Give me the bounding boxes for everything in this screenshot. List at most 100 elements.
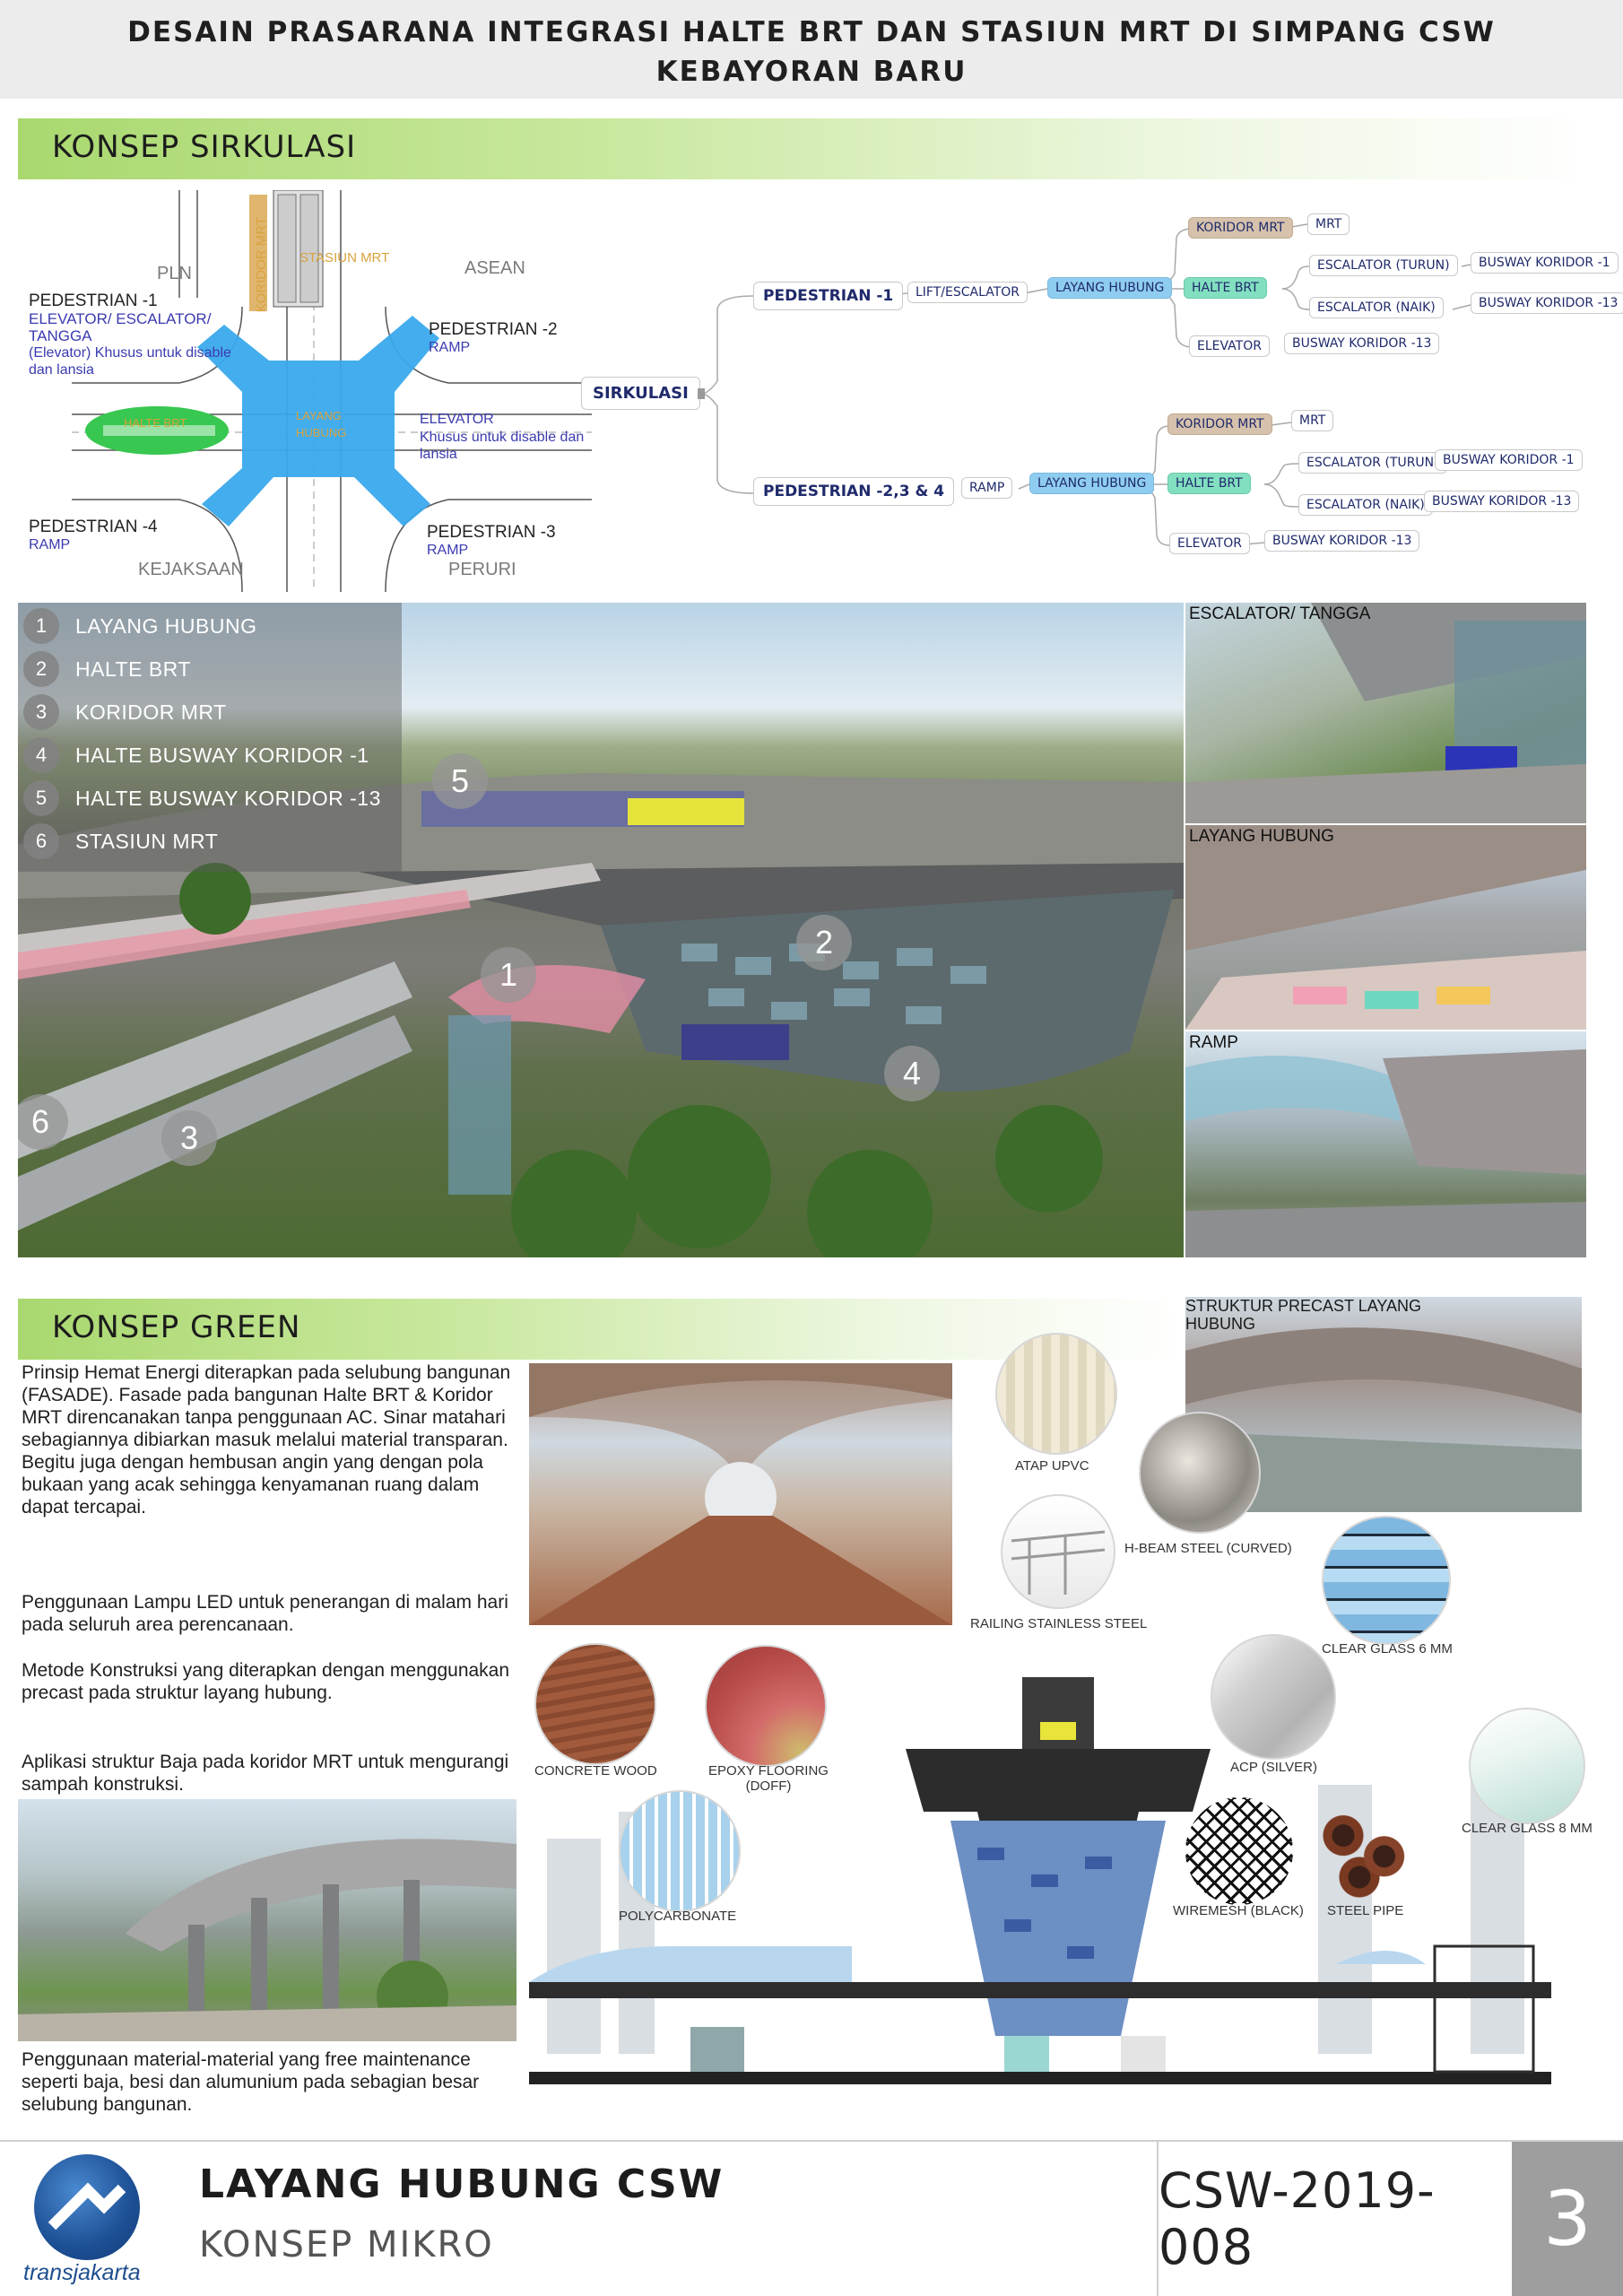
mindmap-escalator-turun-1: ESCALATOR (TURUN) [1309, 255, 1458, 276]
green-render-corridor-drawing [18, 1839, 516, 2041]
plan-label-pln: PLN [157, 264, 192, 283]
legend-item: 5 HALTE BUSWAY KORIDOR -13 [23, 780, 381, 816]
plan-label-ped2: PEDESTRIAN -2 [429, 320, 558, 339]
mindmap-root-handle [698, 388, 705, 399]
material-label-wiremesh: WIREMESH (BLACK) [1173, 1903, 1304, 1918]
material-atap-upvc [995, 1333, 1117, 1455]
mindmap-halte-brt-1: HALTE BRT [1184, 277, 1267, 299]
section-banner-sirkulasi: KONSEP SIRKULASI [18, 118, 1592, 179]
plan-label-ped4: PEDESTRIAN -4 [29, 517, 158, 536]
mindmap-elevator-2: ELEVATOR [1169, 533, 1250, 554]
section-heading: KONSEP SIRKULASI [52, 129, 357, 165]
page-number: 3 [1512, 2142, 1623, 2296]
mindmap-pedestrian-234: PEDESTRIAN -2,3 & 4 [753, 477, 955, 506]
legend-item: 1 LAYANG HUBUNG [23, 608, 256, 644]
struktur-caption: STRUKTUR PRECAST LAYANG HUBUNG [1185, 1297, 1422, 1333]
material-epoxy-flooring [705, 1645, 827, 1767]
layang-render-drawing [1185, 825, 1586, 1030]
plan-label-halte-brt: HALTE BRT [124, 416, 187, 430]
mindmap-busway-k13-1: BUSWAY KORIDOR -13 [1471, 292, 1623, 314]
mindmap-busway-k13-1b: BUSWAY KORIDOR -13 [1284, 333, 1440, 354]
legend-label: KORIDOR MRT [75, 700, 227, 724]
green-paragraph-precast: Metode Konstruksi yang diterapkan dengan… [22, 1660, 510, 1703]
plan-label-ped2-desc: RAMP [429, 340, 471, 355]
escalator-render-drawing [1185, 603, 1586, 823]
legend-number: 1 [23, 608, 59, 644]
mindmap-mrt-2: MRT [1291, 410, 1334, 431]
layang-caption: LAYANG HUBUNG [1189, 827, 1334, 846]
section-heading: KONSEP GREEN [52, 1309, 301, 1345]
material-acp-silver [1211, 1634, 1336, 1760]
layang-render: LAYANG HUBUNG [1185, 825, 1586, 1030]
mindmap-root: SIRKULASI [581, 377, 700, 410]
ramp-caption: RAMP [1189, 1033, 1238, 1052]
material-label-pipe: STEEL PIPE [1327, 1903, 1404, 1918]
plan-label-ped3: PEDESTRIAN -3 [427, 523, 556, 542]
green-paragraph-baja: Aplikasi struktur Baja pada koridor MRT … [22, 1752, 509, 1795]
mindmap-busway-k13-2b: BUSWAY KORIDOR -13 [1264, 530, 1420, 552]
material-label-epoxy: EPOXY FLOORING (DOFF) [708, 1763, 829, 1794]
mindmap-busway-k13-2: BUSWAY KORIDOR -13 [1424, 491, 1580, 512]
material-label-glass6: CLEAR GLASS 6 MM [1322, 1641, 1453, 1657]
material-steel-pipe [1309, 1797, 1420, 1905]
render-marker-6: 6 [18, 1094, 68, 1150]
halte-elevation [529, 1677, 1551, 2126]
page-title-line1: DESAIN PRASARANA INTEGRASI HALTE BRT DAN… [127, 16, 1496, 48]
legend-label: LAYANG HUBUNG [75, 613, 257, 638]
green-paragraph-fasade: Prinsip Hemat Energi diterapkan pada sel… [22, 1362, 511, 1518]
mindmap-busway-k1-2: BUSWAY KORIDOR -1 [1435, 449, 1583, 471]
material-label-poly: POLYCARBONATE [619, 1909, 737, 1924]
legend-number: 6 [23, 823, 59, 859]
mindmap-pedestrian-1: PEDESTRIAN -1 [753, 282, 904, 310]
mindmap-koridor-mrt-1: KORIDOR MRT [1188, 217, 1293, 239]
mindmap-escalator-turun-2: ESCALATOR (TURUN) [1298, 452, 1447, 474]
render-marker-5: 5 [432, 753, 488, 809]
footer-subtitle: KONSEP MIKRO [199, 2224, 494, 2266]
plan-label-elevator: ELEVATOR [420, 412, 494, 427]
plan-label-ped1-desc: ELEVATOR/ ESCALATOR/ TANGGA [29, 310, 212, 344]
aerial-render-drawing [18, 773, 1184, 1257]
page-footer: transjakarta LAYANG HUBUNG CSW KONSEP MI… [0, 2140, 1623, 2296]
escalator-caption: ESCALATOR/ TANGGA [1189, 604, 1371, 623]
mindmap-ramp: RAMP [961, 477, 1013, 499]
mindmap-escalator-naik-1: ESCALATOR (NAIK) [1309, 297, 1444, 318]
legend-label: HALTE BRT [75, 657, 191, 681]
plan-label-ped3-desc: RAMP [427, 543, 469, 558]
mindmap-elevator-1: ELEVATOR [1189, 335, 1270, 357]
plan-label-koridor-mrt: KORIDOR MRT [254, 217, 269, 313]
mindmap-koridor-mrt-2: KORIDOR MRT [1167, 413, 1272, 435]
mindmap-layang-hubung-1: LAYANG HUBUNG [1047, 277, 1173, 299]
material-concrete-wood [534, 1643, 656, 1765]
material-railing-stainless [1001, 1494, 1115, 1609]
material-label-wood: CONCRETE WOOD [534, 1763, 657, 1779]
legend-label: STASIUN MRT [75, 829, 219, 853]
material-label-acp: ACP (SILVER) [1230, 1760, 1317, 1775]
render-marker-4: 4 [884, 1046, 940, 1101]
material-clear-glass-8 [1469, 1708, 1585, 1824]
plan-label-ped4-desc: RAMP [29, 537, 71, 552]
legend-number: 3 [23, 694, 59, 730]
legend-label: HALTE BUSWAY KORIDOR -13 [75, 786, 381, 810]
render-marker-3: 3 [161, 1110, 217, 1166]
page-title-line2: KEBAYORAN BARU [655, 56, 968, 88]
material-hbeam-steel [1139, 1412, 1261, 1534]
ramp-render: RAMP [1185, 1031, 1586, 1257]
mindmap-escalator-naik-2: ESCALATOR (NAIK) [1298, 494, 1433, 516]
legend-number: 4 [23, 737, 59, 773]
legend-number: 5 [23, 780, 59, 816]
material-label-hbeam: H-BEAM STEEL (CURVED) [1124, 1541, 1292, 1556]
mindmap-mrt-1: MRT [1307, 213, 1350, 235]
mindmap-layang-hubung-2: LAYANG HUBUNG [1029, 473, 1155, 494]
material-label-railing: RAILING STAINLESS STEEL [970, 1616, 1148, 1631]
plan-label-ped1: PEDESTRIAN -1 [29, 291, 158, 310]
brand-wordmark: transjakarta [23, 2260, 141, 2285]
legend-label: HALTE BUSWAY KORIDOR -1 [75, 743, 369, 767]
plan-label-ped1-note: (Elevator) Khusus untuk disable dan lans… [29, 345, 231, 378]
ramp-render-drawing [1185, 1049, 1586, 1257]
legend-item: 3 KORIDOR MRT [23, 694, 227, 730]
mindmap-halte-brt-2: HALTE BRT [1167, 473, 1251, 494]
section-banner-green: KONSEP GREEN [18, 1299, 1184, 1360]
material-label-atap: ATAP UPVC [1015, 1458, 1089, 1474]
plan-label-peruri: PERURI [448, 560, 516, 579]
